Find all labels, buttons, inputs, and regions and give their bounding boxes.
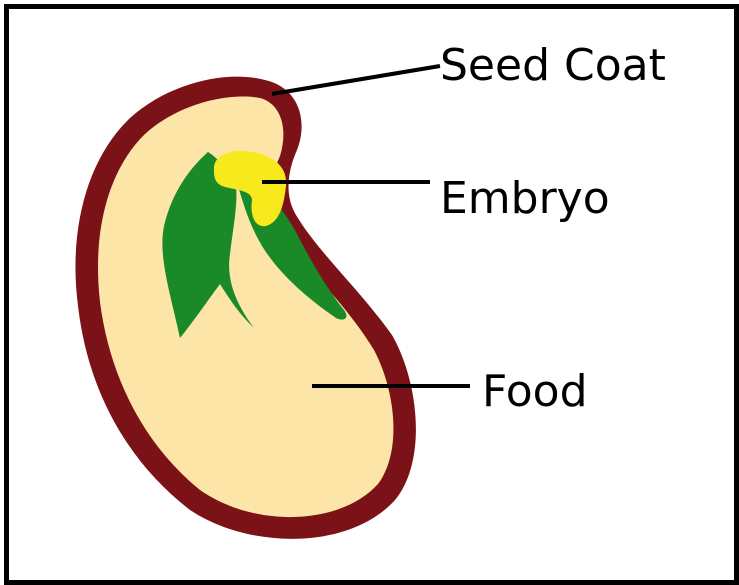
food-label: Food [482, 366, 588, 417]
seed-coat-leader-line [272, 66, 440, 94]
embryo-label: Embryo [440, 173, 610, 224]
seed-coat-label: Seed Coat [440, 40, 666, 91]
